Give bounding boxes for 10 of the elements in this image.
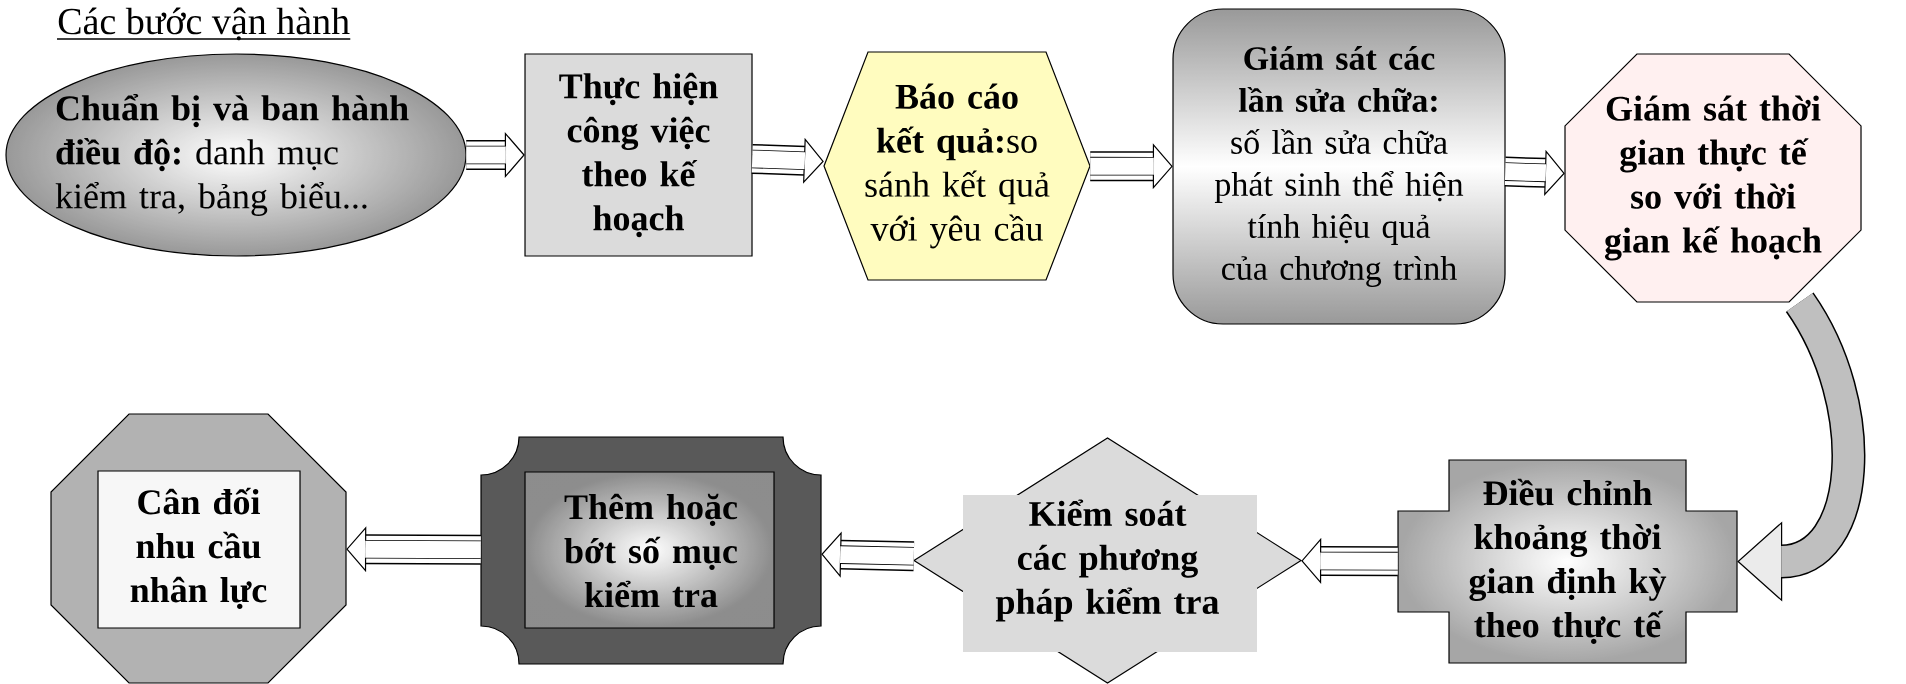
- ellipse-node: Chuẩn bị và ban hành điều độ: danh mục kiểm tra, bảng biểu...: [5, 53, 467, 257]
- hexagon-node: Báo cáo kết quả:so sánh kết quả với yêu cầu: [823, 51, 1091, 281]
- octagon-node: Giám sát thời gian thực tế so với thời gian kế hoạch: [1564, 53, 1862, 303]
- title: Các bước vận hành: [56, 7, 352, 41]
- process-box: Thực hiện công việc theo kế hoạch: [524, 53, 753, 257]
- octagon-node: Cân đối nhu cầu nhân lực: [50, 413, 347, 684]
- cross-shaped-box: Điều chỉnh khoảng thời gian định kỳ theo thực tế: [1397, 459, 1738, 664]
- framed-box: Thêm hoặc bớt số mục kiểm tra: [480, 436, 822, 665]
- rounded-box: Giám sát các lần sửa chữa: số lần sửa chữa phát sinh thể hiện tính hiệu quả của chương trình: [1172, 8, 1506, 325]
- block-arrow: [1737, 293, 1866, 602]
